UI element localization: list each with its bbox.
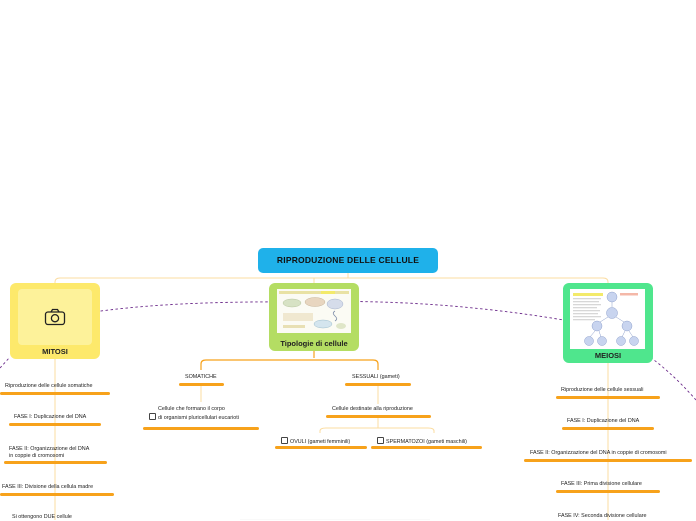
underline (556, 490, 660, 493)
underline (524, 459, 692, 462)
meiosi-item-4[interactable]: FASE III: Prima divisione cellulare (561, 481, 642, 487)
meiosi-label: MEIOSI (594, 351, 622, 360)
mitosi-item-5[interactable]: Si ottengono DUE cellule (12, 514, 72, 520)
mitosi-item-1[interactable]: Riproduzione delle cellule somatiche (5, 383, 93, 389)
underline (9, 423, 101, 426)
checkbox-icon[interactable] (149, 412, 156, 420)
somatiche-node[interactable]: SOMATICHE (185, 374, 217, 380)
underline (562, 427, 654, 430)
checkbox-icon[interactable] (377, 437, 384, 444)
mitosi-node[interactable]: MITOSI (10, 283, 100, 359)
mitosi-item-2[interactable]: FASE I: Duplicazione del DNA (14, 414, 87, 420)
meiosi-item-5[interactable]: FASE IV: Seconda divisione cellulare (558, 513, 647, 519)
underline (326, 415, 431, 418)
camera-icon (44, 308, 66, 326)
underline (4, 461, 107, 464)
meiosi-item-1[interactable]: Riproduzione delle cellule sessuali (561, 387, 644, 393)
meiosi-item-2[interactable]: FASE I: Duplicazione del DNA (567, 418, 640, 424)
underline (556, 396, 660, 399)
sessuali-desc[interactable]: Cellule destinate alla riproduzione (332, 406, 413, 412)
mitosi-item-3-line2: in coppie di cromosomi (9, 452, 65, 459)
underline (371, 446, 482, 449)
underline (0, 392, 110, 395)
root-node[interactable]: RIPRODUZIONE DELLE CELLULE (258, 248, 438, 273)
mitosi-item-4[interactable]: FASE III: Divisione della cellula madre (2, 484, 94, 490)
meiosi-node[interactable]: MEIOSI (563, 283, 653, 363)
underline (179, 383, 224, 386)
tipologie-node[interactable]: Tipologie di cellule (269, 283, 359, 351)
spermatozoi-node[interactable]: SPERMATOZOI (gameti maschili) (386, 439, 467, 445)
tipologie-label: Tipologie di cellule (280, 339, 348, 348)
ovuli-node[interactable]: OVULI (gameti femminili) (290, 439, 351, 445)
checkbox-icon[interactable] (281, 437, 288, 444)
underline (345, 383, 411, 386)
mitosi-label: MITOSI (42, 347, 68, 356)
underline (143, 427, 259, 430)
meiosi-item-3[interactable]: FASE II: Organizzazione del DNA in coppi… (530, 450, 667, 456)
underline (275, 446, 367, 449)
underline (0, 493, 114, 496)
somatiche-desc-line2: di organismi pluricellulari eucarioti (158, 414, 239, 421)
cell-types-image (277, 289, 351, 333)
sessuali-node[interactable]: SESSUALI (gameti) (352, 374, 400, 380)
meiosis-diagram-image (570, 289, 645, 349)
image-placeholder (18, 289, 92, 345)
relationship-dashed-arc (17, 300, 696, 401)
mitosi-item-3[interactable]: FASE II: Organizzazione del DNA (9, 446, 90, 452)
somatiche-desc-line1[interactable]: Cellule che formano il corpo (158, 406, 225, 412)
